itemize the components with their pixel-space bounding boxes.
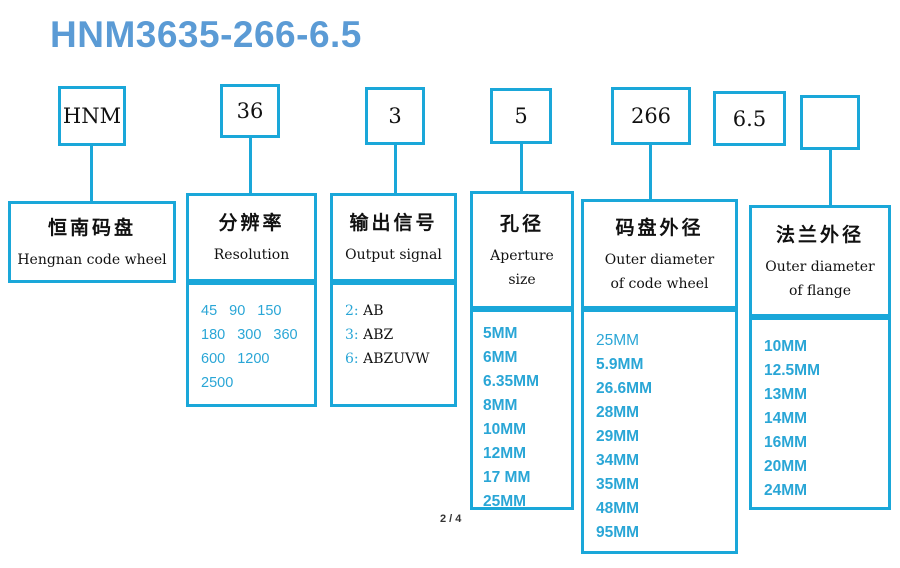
option-value: 10MM: [764, 338, 808, 355]
option-value: 180: [201, 327, 226, 343]
resolution-options: 45 90 150 180 300 360 600 1200 2500: [186, 282, 317, 407]
category-cn: 分辨率: [218, 212, 285, 234]
option-value: 6.35MM: [483, 373, 539, 390]
connector-line: [90, 145, 93, 203]
category-box-flange-diameter: 法兰外径 Outer diameter of flange: [749, 205, 891, 317]
option-number: 3:: [345, 327, 359, 343]
category-cn: 恒南码盘: [47, 216, 136, 239]
option-value: ABZUVW: [363, 351, 430, 367]
option-value: 24MM: [764, 482, 808, 499]
option-value: 12.5MM: [764, 362, 820, 379]
option-value: 14MM: [764, 410, 808, 427]
option-value: 360: [273, 327, 298, 343]
option-value: 29MM: [596, 428, 640, 445]
code-value: HNM: [62, 104, 122, 128]
option-value: 95MM: [596, 524, 640, 541]
code-box-brand: HNM: [58, 86, 126, 146]
category-cn: 孔径: [499, 212, 544, 235]
option-number: 2:: [345, 303, 359, 319]
option-value: 10MM: [483, 421, 527, 438]
signal-options: 2: AB 3: ABZ 6: ABZUVW: [330, 282, 457, 407]
category-box-resolution: 分辨率 Resolution: [186, 193, 317, 282]
option-value: 12MM: [483, 445, 527, 462]
connector-line: [829, 149, 832, 207]
category-en: Aperture size: [490, 247, 554, 288]
category-cn: 输出信号: [349, 212, 438, 234]
option-value: 5MM: [483, 325, 518, 342]
option-value: AB: [363, 303, 384, 319]
connector-line: [249, 137, 252, 195]
category-en: Outer diameter of code wheel: [604, 251, 715, 292]
option-value: 16MM: [764, 434, 808, 451]
category-en: Outer diameter of flange: [765, 258, 875, 299]
option-value: 8MM: [483, 397, 518, 414]
option-value: 25MM: [596, 332, 640, 349]
code-value: 266: [630, 104, 672, 128]
option-row: 45 90 150: [201, 299, 314, 323]
option-row: 600 1200: [201, 347, 314, 371]
option-value: 6MM: [483, 349, 518, 366]
category-box-wheel-diameter: 码盘外径 Outer diameter of code wheel: [581, 199, 738, 309]
option-value: 300: [237, 327, 262, 343]
option-value: 90: [229, 303, 246, 319]
option-value: 35MM: [596, 476, 640, 493]
option-value: 48MM: [596, 500, 640, 517]
code-box-signal: 3: [365, 87, 425, 145]
category-box-aperture: 孔径 Aperture size: [470, 191, 574, 309]
category-en: Output signal: [345, 247, 442, 263]
page-title: HNM3635-266-6.5: [50, 14, 362, 55]
option-value: 34MM: [596, 452, 640, 469]
code-value: 6.5: [732, 106, 767, 131]
category-cn: 码盘外径: [615, 216, 704, 239]
wheel-diameter-options: 25MM 5.9MM 26.6MM 28MM 29MM 34MM 35MM 48…: [581, 309, 738, 554]
category-box-signal: 输出信号 Output signal: [330, 193, 457, 282]
connector-line: [394, 144, 397, 195]
option-row: 180 300 360: [201, 323, 314, 347]
option-value: 45: [201, 303, 218, 319]
option-value: 26.6MM: [596, 380, 652, 397]
option-value: 13MM: [764, 386, 808, 403]
category-box-brand: 恒南码盘 Hengnan code wheel: [8, 201, 176, 283]
code-box-flange-code: 6.5: [713, 91, 786, 146]
connector-line: [649, 144, 652, 201]
option-value: 150: [257, 303, 282, 319]
option-value: 25MM: [483, 493, 527, 510]
option-number: 6:: [345, 351, 359, 367]
category-cn: 法兰外径: [775, 223, 864, 246]
option-row: 6: ABZUVW: [345, 347, 454, 371]
code-box-blank: [800, 95, 860, 150]
category-en: Resolution: [213, 247, 290, 263]
code-box-resolution: 36: [220, 84, 280, 138]
option-row: 2: AB: [345, 299, 454, 323]
code-value: 36: [236, 99, 264, 123]
option-value: 5.9MM: [596, 356, 644, 373]
option-value: 1200: [237, 351, 270, 367]
page-indicator: 2 / 4: [440, 513, 462, 525]
code-value: 3: [388, 104, 402, 128]
code-value: 5: [514, 104, 528, 128]
aperture-options: 5MM 6MM 6.35MM 8MM 10MM 12MM 17 MM 25MM: [470, 309, 574, 510]
code-box-aperture: 5: [490, 88, 552, 144]
option-value: 600: [201, 351, 226, 367]
option-row: 3: ABZ: [345, 323, 454, 347]
option-value: 20MM: [764, 458, 808, 475]
option-value: 2500: [201, 375, 234, 391]
option-value: ABZ: [363, 327, 394, 343]
option-value: 17 MM: [483, 469, 531, 486]
connector-line: [520, 143, 523, 193]
option-row: 2500: [201, 371, 314, 395]
category-en: Hengnan code wheel: [17, 251, 167, 268]
code-box-wheel-diameter: 266: [611, 87, 691, 145]
flange-diameter-options: 10MM 12.5MM 13MM 14MM 16MM 20MM 24MM: [749, 317, 891, 510]
option-value: 28MM: [596, 404, 640, 421]
